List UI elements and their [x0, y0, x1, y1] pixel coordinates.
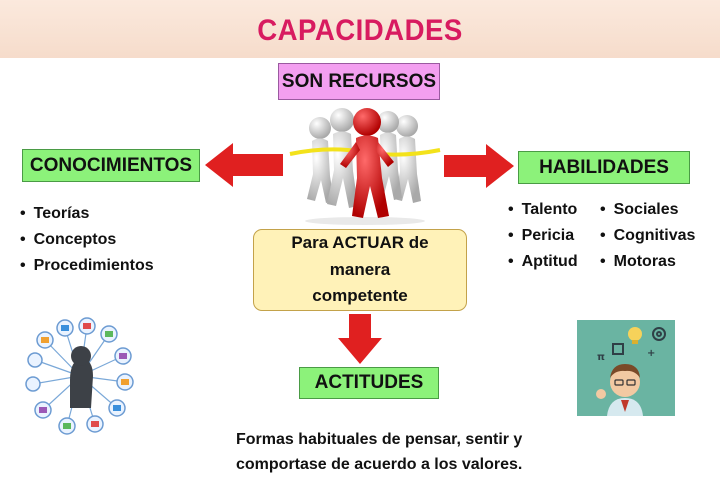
actitudes-label: ACTITUDES	[314, 372, 424, 393]
son-recursos-label: SON RECURSOS	[281, 70, 437, 92]
list-item: Aptitud	[508, 249, 578, 275]
conocimientos-box: CONOCIMIENTOS	[22, 149, 200, 182]
mind-map-icon	[25, 317, 134, 435]
conocimientos-list: Teorías Conceptos Procedimientos	[20, 201, 154, 279]
thinking-person-icon: π +	[577, 320, 675, 416]
arrow-down-icon	[338, 314, 382, 364]
actuar-line2: competente	[312, 286, 408, 306]
actuar-line1: Para ACTUAR de manera	[291, 233, 429, 279]
actitudes-line1: Formas habituales de pensar, sentir y	[236, 431, 523, 448]
actitudes-description: Formas habituales de pensar, sentir y co…	[236, 427, 556, 477]
list-item: Talento	[508, 197, 578, 223]
actitudes-box: ACTITUDES	[299, 367, 439, 399]
son-recursos-box: SON RECURSOS	[278, 63, 440, 100]
list-item: Teorías	[20, 201, 154, 227]
habilidades-list-left: Talento Pericia Aptitud	[508, 197, 578, 275]
list-item: Pericia	[508, 223, 578, 249]
list-item: Cognitivas	[600, 223, 696, 249]
list-item: Motoras	[600, 249, 695, 275]
arrow-left-icon	[205, 143, 283, 187]
habilidades-box: HABILIDADES	[518, 151, 690, 184]
habilidades-list-right: Sociales Cognitivas Motoras	[600, 197, 696, 275]
runners-icon	[289, 108, 441, 225]
actuar-box: Para ACTUAR de manera competente	[253, 229, 467, 311]
actitudes-line2: comportase de acuerdo a los valores.	[236, 456, 523, 473]
svg-text:π: π	[597, 352, 605, 363]
conocimientos-label: CONOCIMIENTOS	[29, 154, 193, 176]
habilidades-label: HABILIDADES	[539, 156, 669, 178]
list-item: Conceptos	[20, 227, 154, 253]
list-item: Sociales	[600, 197, 695, 223]
svg-text:+: +	[647, 348, 655, 359]
list-item: Procedimientos	[20, 253, 154, 279]
page-title: CAPACIDADES	[257, 14, 463, 47]
arrow-right-icon	[444, 144, 514, 188]
title-banner	[0, 0, 720, 58]
